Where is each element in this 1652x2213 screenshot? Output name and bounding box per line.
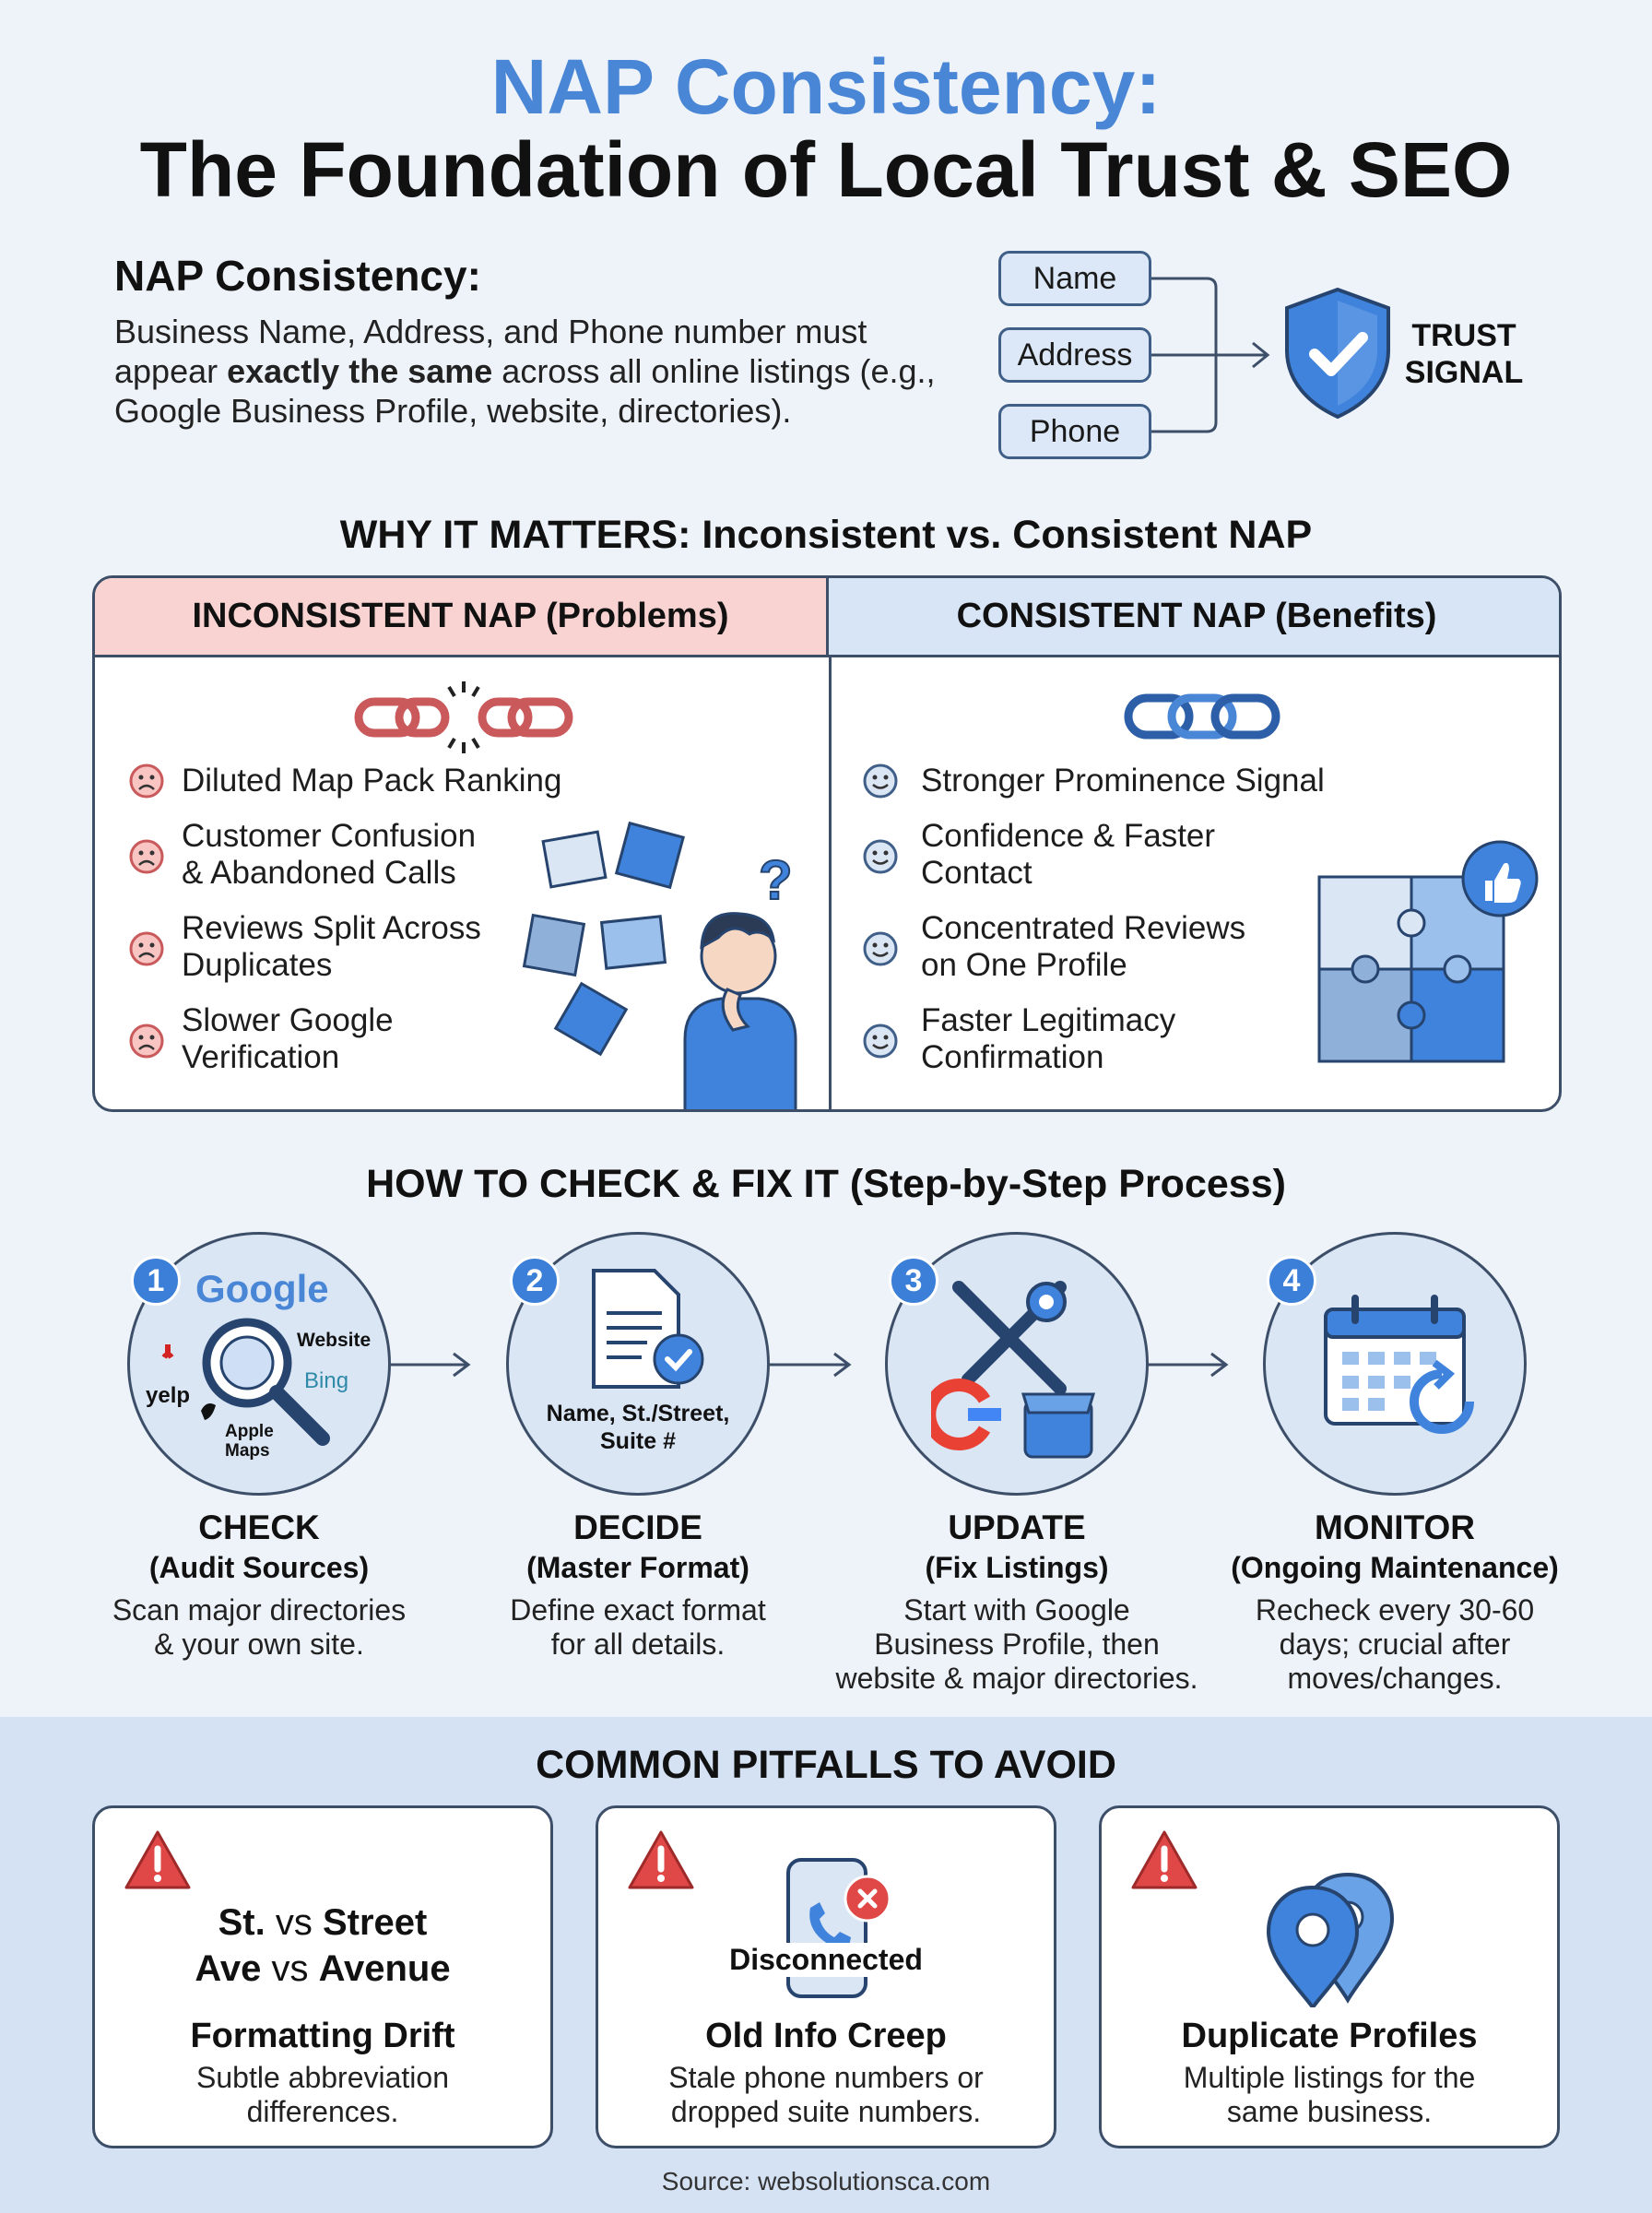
smile-face-icon — [863, 839, 898, 874]
tools-google-icon — [931, 1281, 1096, 1459]
step-4-desc: Recheck every 30-60 days; crucial after … — [1255, 1593, 1535, 1695]
pitfalls-heading: COMMON PITFALLS TO AVOID — [536, 1743, 1116, 1787]
consistent-header: CONSISTENT NAP (Benefits) — [829, 578, 1559, 657]
pitfall-title: Formatting Drift — [190, 2017, 455, 2055]
word-street: Street — [322, 1902, 428, 1943]
benefit-item: Concentrated Reviews on One Profile — [921, 910, 1246, 983]
page-title-line1: NAP Consistency: — [490, 43, 1162, 130]
duplicate-pins-icon — [1266, 1872, 1395, 2007]
pitfall-title: Duplicate Profiles — [1181, 2017, 1478, 2055]
why-heading: WHY IT MATTERS: Inconsistent vs. Consist… — [339, 513, 1313, 557]
step-1-sub: (Audit Sources) — [148, 1551, 370, 1584]
master-format-label: Name, St./Street, Suite # — [546, 1401, 730, 1454]
nap-box-phone: Phone — [998, 404, 1151, 459]
word-avenue: Avenue — [318, 1948, 451, 1989]
pitfall-desc: Multiple listings for the same business. — [1183, 2061, 1476, 2128]
page-title-line2: The Foundation of Local Trust & SEO — [139, 126, 1513, 213]
step-4-sub: (Ongoing Maintenance) — [1231, 1551, 1559, 1584]
intro-text-a: Business Name, Address, and Phone number… — [114, 313, 867, 390]
audit-sources-icon — [161, 1318, 330, 1446]
problem-item: Reviews Split Across Duplicates — [182, 910, 481, 983]
nap-connector-lines — [1151, 277, 1270, 433]
pitfall-title: Old Info Creep — [705, 2017, 947, 2055]
step-3-desc: Start with Google Business Profile, then… — [835, 1593, 1198, 1695]
step-1-badge: 1 — [131, 1256, 181, 1306]
pitfall-desc: Subtle abbreviation differences. — [196, 2061, 449, 2128]
svg-text:?: ? — [759, 849, 793, 911]
trust-line2: SIGNAL — [1404, 355, 1524, 390]
disconnected-label: Disconnected — [598, 1943, 1054, 1977]
warning-icon — [124, 1830, 191, 1889]
intro-text-bold: exactly the same — [227, 352, 493, 390]
benefit-item: Stronger Prominence Signal — [921, 763, 1325, 799]
step-2-title: DECIDE — [573, 1509, 702, 1546]
step-3-title: UPDATE — [948, 1509, 1086, 1546]
smile-face-icon — [863, 1024, 898, 1059]
sad-face-icon — [129, 1024, 164, 1059]
shield-check-icon — [1285, 287, 1390, 420]
step-3-sub: (Fix Listings) — [925, 1551, 1109, 1584]
warning-icon — [1131, 1830, 1198, 1889]
comparison-divider — [829, 657, 832, 1109]
problem-item: Diluted Map Pack Ranking — [182, 763, 562, 799]
google-label: Google — [195, 1267, 329, 1310]
broken-chain-icon — [354, 681, 573, 753]
sad-face-icon — [129, 763, 164, 799]
problem-item: Customer Confusion & Abandoned Calls — [182, 818, 477, 891]
intro-text: Business Name, Address, and Phone number… — [114, 312, 944, 431]
formatting-line2: Ave vs Avenue — [95, 1948, 550, 1990]
intro-heading: NAP Consistency: — [114, 252, 481, 300]
step-2-badge: 2 — [510, 1256, 560, 1306]
formatting-line1: St. vs Street — [95, 1902, 550, 1944]
step-2-sub: (Master Format) — [526, 1551, 749, 1584]
connected-chain-icon — [1124, 693, 1280, 740]
step-1-title: CHECK — [198, 1509, 320, 1546]
inconsistent-header: INCONSISTENT NAP (Problems) — [95, 578, 829, 657]
pitfall-card-duplicates: Duplicate Profiles Multiple listings for… — [1099, 1805, 1560, 2148]
vs-1: vs — [265, 1902, 323, 1943]
abbr-st: St. — [218, 1902, 266, 1943]
abbr-ave: Ave — [195, 1948, 262, 1989]
source-credit: Source: websolutionsca.com — [661, 2167, 991, 2195]
pitfall-card-formatting: St. vs Street Ave vs Avenue Formatting D… — [92, 1805, 553, 2148]
apple-maps-label: Apple Maps — [225, 1422, 274, 1461]
pitfall-card-old-info: Disconnected Old Info Creep Stale phone … — [596, 1805, 1056, 2148]
website-label: Website — [297, 1330, 372, 1351]
benefit-item: Confidence & Faster Contact — [921, 818, 1216, 891]
nap-box-address: Address — [998, 327, 1151, 383]
step-3-badge: 3 — [889, 1256, 938, 1306]
pitfall-desc: Stale phone numbers or dropped suite num… — [668, 2061, 984, 2128]
warning-icon — [628, 1830, 694, 1889]
step-2-desc: Define exact format for all details. — [510, 1593, 766, 1661]
calendar-refresh-icon — [1324, 1295, 1474, 1434]
vs-2: vs — [261, 1948, 319, 1989]
trust-line1: TRUST — [1411, 318, 1516, 353]
sad-face-icon — [129, 839, 164, 874]
smile-face-icon — [863, 763, 898, 799]
how-heading: HOW TO CHECK & FIX IT (Step-by-Step Proc… — [366, 1162, 1286, 1206]
yelp-label: yelp — [146, 1383, 191, 1408]
step-1-desc: Scan major directories & your own site. — [112, 1593, 407, 1661]
smile-face-icon — [863, 931, 898, 966]
problem-item: Slower Google Verification — [182, 1002, 394, 1075]
confused-person-puzzle-icon: ? — [522, 821, 797, 1109]
disconnected-phone-icon — [786, 1858, 891, 1998]
benefit-item: Faster Legitimacy Confirmation — [921, 1002, 1176, 1075]
completed-puzzle-icon — [1317, 840, 1539, 1063]
intro-text-b: across all online listings (e.g., Google… — [114, 352, 936, 430]
step-4-title: MONITOR — [1314, 1509, 1476, 1546]
nap-box-name: Name — [998, 251, 1151, 306]
document-check-icon — [592, 1269, 704, 1389]
step-arrows — [391, 1352, 1229, 1378]
step-4-badge: 4 — [1267, 1256, 1316, 1306]
comparison-panel: INCONSISTENT NAP (Problems) CONSISTENT N… — [92, 575, 1562, 1112]
sad-face-icon — [129, 931, 164, 966]
bing-label: Bing — [304, 1368, 349, 1393]
